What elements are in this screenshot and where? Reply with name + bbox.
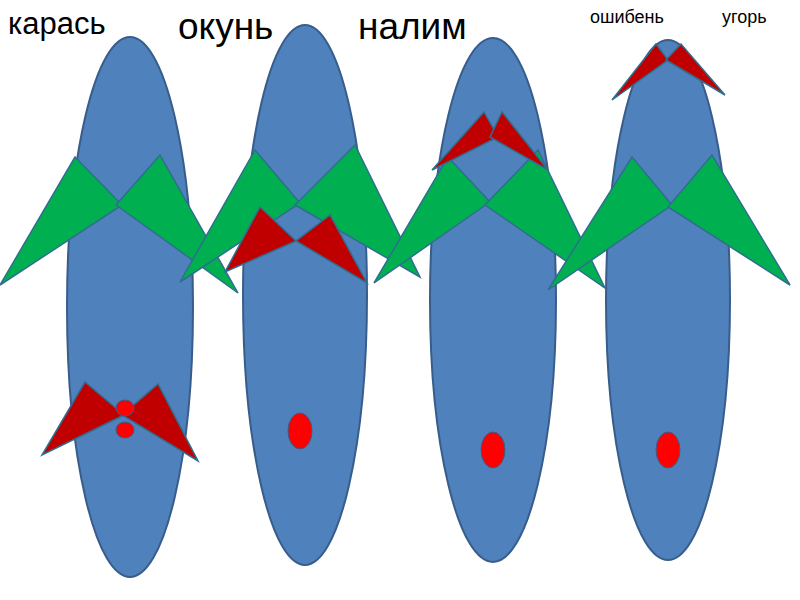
fish-name: налим [358,8,467,45]
fish-body [430,38,556,562]
fish-body [606,40,730,560]
pectoral-fin [374,157,490,283]
anus-dot [116,400,134,416]
pectoral-fin [548,157,672,290]
fish-body [243,25,367,565]
pectoral-fin [668,155,790,285]
fish-name: карась [8,8,106,39]
ventral-fin [666,44,725,95]
anus-dot [116,422,134,438]
ventral-fin [490,112,548,170]
fish-body [67,37,193,577]
fish-name: окунь [178,8,273,45]
anus-dot [288,413,312,449]
fish-name: ошибень [590,8,664,26]
pectoral-fin [180,150,300,282]
anus-dot [656,432,680,468]
ventral-fin [432,112,498,170]
pectoral-fin [0,157,122,285]
ventral-fin [612,44,668,100]
ventral-fin [122,384,198,461]
ventral-fin [296,215,367,283]
fish-name: угорь [722,8,767,26]
ventral-fin [42,382,124,455]
pectoral-fin [485,150,605,288]
anus-dot [481,432,505,468]
ventral-fin [225,207,296,272]
